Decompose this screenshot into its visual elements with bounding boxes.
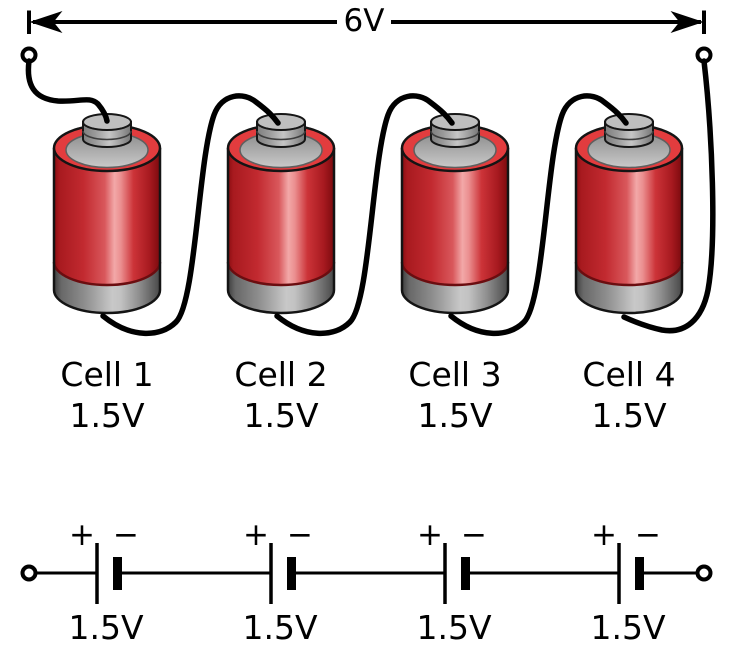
schematic-battery-4	[617, 543, 644, 604]
schematic-4-plus-sign: +	[591, 517, 617, 553]
wire-cell2-to-cell3	[274, 93, 455, 336]
schematic-terminal-right	[695, 564, 713, 582]
wire-cell1-to-cell2	[100, 93, 281, 336]
schematic-1-voltage: 1.5V	[68, 608, 144, 646]
wire-right-lead	[621, 58, 716, 334]
battery-cell-2	[226, 112, 336, 315]
schematic-4-voltage: 1.5V	[590, 608, 666, 646]
schematic-2-plus-sign: +	[243, 517, 269, 553]
schematic-3-plus-sign: +	[417, 517, 443, 553]
cell-2-name: Cell 2	[234, 355, 328, 394]
schematic-3-minus-sign: −	[461, 517, 487, 553]
cell-3-name: Cell 3	[408, 355, 502, 394]
total-voltage-label: 6V	[343, 3, 385, 39]
circuit-wires	[25, 58, 716, 336]
schematic-3-voltage: 1.5V	[416, 608, 492, 646]
battery-cell-3	[400, 112, 510, 315]
cell-2-voltage: 1.5V	[243, 395, 319, 435]
wire-left-lead	[25, 58, 110, 124]
arrowhead-right-icon	[670, 10, 704, 34]
schematic-2-minus-sign: −	[287, 517, 313, 553]
schematic-battery-1	[95, 543, 122, 604]
schematic-battery-3	[443, 543, 470, 604]
cell-3-voltage: 1.5V	[417, 395, 493, 435]
schematic-battery-2	[269, 543, 296, 604]
schematic-terminal-left	[20, 564, 38, 582]
dimension-arrow-6v	[27, 10, 706, 34]
battery-cell-1	[52, 112, 162, 315]
cell-4-name: Cell 4	[582, 355, 676, 394]
schematic-2-voltage: 1.5V	[242, 608, 318, 646]
schematic-4-minus-sign: −	[635, 517, 661, 553]
arrowhead-left-icon	[29, 10, 63, 34]
cell-1-label: Cell 1 1.5V	[32, 356, 182, 435]
schematic-1-minus-sign: −	[113, 517, 139, 553]
wire-cell3-to-cell4	[448, 93, 629, 336]
cell-2-label: Cell 2 1.5V	[206, 356, 356, 435]
cell-4-label: Cell 4 1.5V	[554, 356, 704, 435]
schematic-1-plus-sign: +	[69, 517, 95, 553]
cell-1-voltage: 1.5V	[69, 395, 145, 435]
cell-3-label: Cell 3 1.5V	[380, 356, 530, 435]
battery-cell-4	[574, 112, 684, 315]
cell-1-name: Cell 1	[60, 355, 154, 394]
cell-4-voltage: 1.5V	[591, 395, 667, 435]
schematic-circuit	[20, 543, 713, 604]
